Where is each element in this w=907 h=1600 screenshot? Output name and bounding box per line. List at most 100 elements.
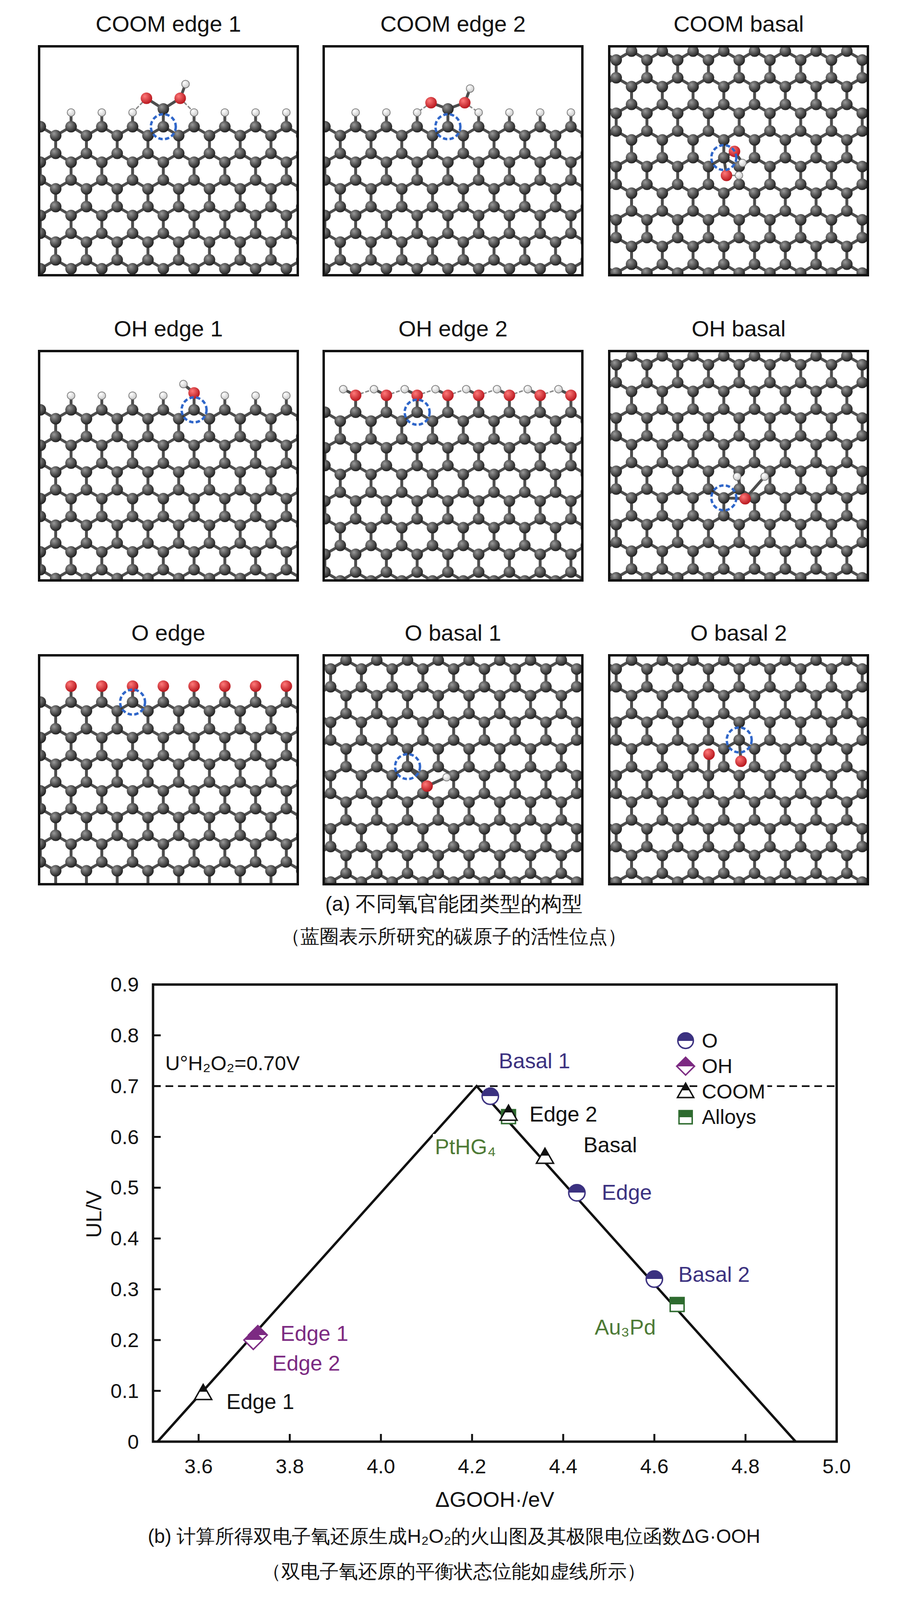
carbon-atom — [610, 107, 622, 119]
carbon-atom — [95, 563, 108, 576]
carbon-atom — [610, 231, 622, 243]
carbon-atom — [203, 147, 215, 159]
carbon-atom — [142, 413, 154, 425]
carbon-atom — [717, 240, 730, 252]
carbon-atom — [349, 513, 362, 525]
carbon-atom — [203, 519, 215, 532]
axis-tick — [153, 1237, 161, 1240]
carbon-atom — [748, 204, 761, 217]
carbon-atom — [625, 80, 638, 93]
carbon-atom — [188, 492, 200, 505]
carbon-atom — [564, 406, 577, 418]
carbon-atom — [457, 129, 469, 142]
carbon-atom — [717, 80, 730, 93]
carbon-atom — [534, 566, 546, 578]
carbon-atom — [534, 495, 546, 507]
group-atom — [503, 389, 515, 402]
carbon-atom — [795, 160, 807, 172]
carbon-atom — [80, 484, 93, 496]
carbon-atom — [142, 147, 154, 159]
carbon-atom — [441, 209, 454, 222]
carbon-atom — [764, 124, 776, 137]
group-atom — [505, 108, 514, 117]
carbon-atom — [779, 47, 792, 57]
carbon-atom — [80, 129, 93, 142]
panel-title: COOM basal — [608, 2, 870, 46]
carbon-atom — [841, 352, 853, 362]
carbon-atom — [280, 492, 292, 505]
carbon-atom — [656, 133, 669, 146]
carbon-atom — [40, 156, 47, 168]
carbon-atom — [656, 385, 669, 398]
carbon-atom — [65, 174, 77, 186]
carbon-atom — [295, 466, 297, 478]
carbon-atom — [395, 575, 408, 580]
carbon-atom — [264, 430, 277, 443]
carbon-atom — [95, 174, 108, 186]
carbon-atom — [534, 227, 546, 239]
carbon-atom — [610, 358, 622, 371]
structure-panel: COOM edge 1 — [37, 2, 299, 277]
carbon-atom — [580, 522, 582, 534]
carbon-atom — [656, 47, 669, 57]
carbon-atom — [687, 403, 699, 416]
carbon-atom — [518, 415, 531, 428]
carbon-atom — [441, 441, 454, 454]
carbon-atom — [234, 466, 246, 478]
carbon-atom — [40, 262, 47, 275]
carbon-atom — [641, 107, 653, 119]
carbon-atom — [580, 182, 582, 195]
carbon-atom — [126, 546, 139, 558]
carbon-atom — [126, 492, 139, 505]
carbon-atom — [795, 231, 807, 243]
carbon-atom — [687, 352, 699, 362]
carbon-atom — [172, 519, 185, 532]
carbon-atom — [349, 227, 362, 239]
carbon-atom — [656, 80, 669, 93]
carbon-atom — [549, 182, 561, 195]
carbon-atom — [157, 262, 169, 275]
group-atom — [369, 385, 378, 394]
carbon-atom — [295, 572, 297, 580]
carbon-atom — [157, 546, 169, 558]
carbon-atom — [334, 129, 347, 142]
carbon-atom — [687, 98, 699, 110]
axis-tick — [471, 1433, 474, 1442]
carbon-atom — [549, 415, 561, 428]
group-atom — [174, 92, 186, 104]
carbon-atom — [457, 433, 469, 445]
carbon-atom — [795, 71, 807, 84]
carbon-atom — [518, 182, 531, 195]
carbon-atom — [40, 174, 47, 186]
carbon-atom — [733, 266, 745, 275]
group-atom — [220, 392, 229, 400]
carbon-atom — [249, 439, 262, 452]
carbon-atom — [733, 213, 745, 226]
carbon-atom — [280, 546, 292, 558]
carbon-atom — [349, 548, 362, 561]
group-atom — [128, 108, 137, 117]
carbon-atom — [856, 213, 868, 226]
carbon-atom — [549, 200, 561, 213]
carbon-atom — [411, 262, 423, 275]
carbon-atom — [748, 47, 761, 57]
carbon-atom — [717, 258, 730, 270]
carbon-atom — [411, 495, 423, 507]
carbon-atom — [795, 53, 807, 66]
carbon-atom — [441, 406, 454, 418]
carbon-atom — [249, 563, 262, 576]
panel-frame — [608, 349, 870, 582]
carbon-atom — [295, 537, 297, 549]
carbon-atom — [472, 174, 485, 186]
carbon-atom — [80, 413, 93, 425]
carbon-atom — [641, 412, 653, 424]
carbon-atom — [172, 129, 185, 142]
carbon-atom — [641, 178, 653, 190]
carbon-atom — [126, 510, 139, 523]
carbon-atom — [295, 129, 297, 142]
group-atom — [400, 385, 409, 394]
carbon-atom — [249, 262, 262, 275]
carbon-atom — [295, 182, 297, 195]
carbon-atom — [334, 433, 347, 445]
carbon-atom — [111, 253, 123, 266]
